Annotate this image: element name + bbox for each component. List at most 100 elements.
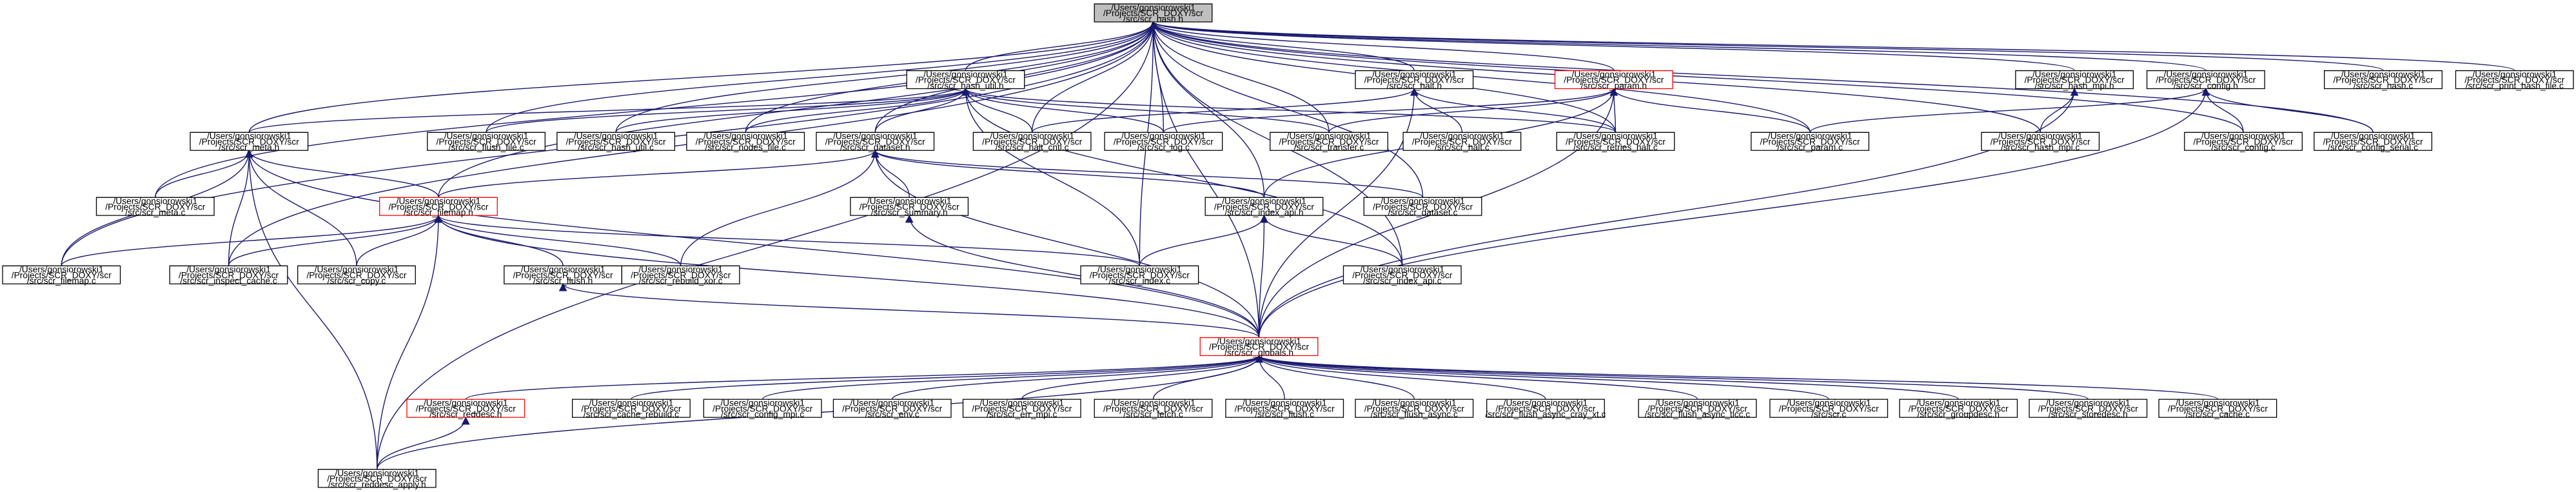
node-label-line: /Projects/SCR_DOXY/scr [2194, 137, 2294, 147]
node-label-line: /Projects/SCR_DOXY/scr [713, 404, 813, 414]
file-node-scr-hash-c[interactable]: /Users/gonsiorowski1/Projects/SCR_DOXY/s… [2325, 70, 2443, 90]
file-node-scr-index-api-c[interactable]: /Users/gonsiorowski1/Projects/SCR_DOXY/s… [1343, 265, 1461, 286]
file-node-scr-filemap-c[interactable]: /Users/gonsiorowski1/Projects/SCR_DOXY/s… [3, 265, 121, 286]
file-node-scr-inspect-cache-c[interactable]: /Users/gonsiorowski1/Projects/SCR_DOXY/s… [170, 265, 288, 286]
node-label-line: /src/scr_cache_rebuild.c [584, 409, 679, 419]
node-label-line: /Projects/SCR_DOXY/scr [842, 404, 943, 414]
file-node-scr-fetch-c[interactable]: /Users/gonsiorowski1/Projects/SCR_DOXY/s… [1094, 399, 1212, 419]
file-node-scr-rebuild-xor-c[interactable]: /Users/gonsiorowski1/Projects/SCR_DOXY/s… [622, 265, 740, 286]
file-node-scr-filemap-h[interactable]: /Users/gonsiorowski1/Projects/SCR_DOXY/s… [380, 197, 498, 217]
node-label-line: /Users/gonsiorowski1 [720, 399, 805, 408]
node-box [1364, 197, 1482, 215]
node-label-line: /src/scr.c [1811, 409, 1846, 419]
file-node-scr-storedesc-h[interactable]: /Users/gonsiorowski1/Projects/SCR_DOXY/s… [2029, 399, 2147, 419]
file-node-scr-retries-halt-c[interactable]: /Users/gonsiorowski1/Projects/SCR_DOXY/s… [1557, 132, 1675, 152]
file-node-scr-halt-c[interactable]: /Users/gonsiorowski1/Projects/SCR_DOXY/s… [1403, 132, 1521, 152]
file-node-scr-config-mpi-c[interactable]: /Users/gonsiorowski1/Projects/SCR_DOXY/s… [703, 399, 821, 419]
file-node-scr-flush-async-c[interactable]: /Users/gonsiorowski1/Projects/SCR_DOXY/s… [1355, 399, 1473, 419]
file-node-scr-param-c[interactable]: /Users/gonsiorowski1/Projects/SCR_DOXY/s… [1751, 132, 1869, 152]
file-node-scr-dataset-c[interactable]: /Users/gonsiorowski1/Projects/SCR_DOXY/s… [1364, 197, 1482, 217]
file-node-scr-globals-h[interactable]: /Users/gonsiorowski1/Projects/SCR_DOXY/s… [1200, 337, 1318, 357]
file-node-scr-halt-cntl-c[interactable]: /Users/gonsiorowski1/Projects/SCR_DOXY/s… [973, 132, 1091, 152]
include-edge [377, 21, 1158, 469]
file-node-scr-hash-mpi-c[interactable]: /Users/gonsiorowski1/Projects/SCR_DOXY/s… [1981, 132, 2099, 152]
file-node-scr-config-h[interactable]: /Users/gonsiorowski1/Projects/SCR_DOXY/s… [2147, 70, 2265, 90]
node-box [1081, 266, 1199, 284]
node-label-line: /src/scr_env.c [865, 409, 919, 419]
node-label-line: /Users/gonsiorowski1 [1111, 3, 1195, 13]
include-edge [1163, 88, 1618, 133]
node-label-line: /Projects/SCR_DOXY/scr [1352, 271, 1453, 280]
node-box [1105, 132, 1223, 150]
node-label-line: /Users/gonsiorowski1 [574, 132, 658, 141]
file-node-scr-print-hash-file-c[interactable]: /Users/gonsiorowski1/Projects/SCR_DOXY/s… [2455, 70, 2573, 90]
file-node-scr-config-c[interactable]: /Users/gonsiorowski1/Projects/SCR_DOXY/s… [2185, 132, 2303, 152]
include-edge [1254, 355, 1415, 399]
node-label-line: /Projects/SCR_DOXY/scr [1779, 404, 1880, 414]
file-node-scr-cache-rebuild-c[interactable]: /Users/gonsiorowski1/Projects/SCR_DOXY/s… [573, 399, 691, 419]
file-node-scr-transfer-c[interactable]: /Users/gonsiorowski1/Projects/SCR_DOXY/s… [1270, 132, 1388, 152]
node-label-line: /src/scr_filemap.c [27, 276, 96, 286]
node-box [407, 399, 525, 417]
include-edge [1149, 21, 2205, 71]
node-box [97, 197, 215, 215]
node-label-line: /Users/gonsiorowski1 [2164, 70, 2248, 79]
file-node-scr-groupdesc-h[interactable]: /Users/gonsiorowski1/Projects/SCR_DOXY/s… [1900, 399, 2018, 419]
node-label-line: /Users/gonsiorowski1 [833, 132, 918, 141]
node-label-line: /src/scr_print_hash_file.c [2466, 81, 2564, 91]
file-node-scr-nodes-file-c[interactable]: /Users/gonsiorowski1/Projects/SCR_DOXY/s… [687, 132, 805, 152]
node-label-line: /src/scr_config_mpi.c [721, 409, 804, 419]
file-node-scr-halt-h[interactable]: /Users/gonsiorowski1/Projects/SCR_DOXY/s… [1355, 70, 1473, 90]
node-label-line: /Users/gonsiorowski1 [979, 399, 1064, 408]
file-node-scr-copy-c[interactable]: /Users/gonsiorowski1/Projects/SCR_DOXY/s… [298, 265, 416, 286]
file-node-scr-config-serial-c[interactable]: /Users/gonsiorowski1/Projects/SCR_DOXY/s… [2314, 132, 2432, 152]
file-node-scr-hash-mpi-h[interactable]: /Users/gonsiorowski1/Projects/SCR_DOXY/s… [2016, 70, 2134, 90]
file-node-scr-reddesc-apply-h[interactable]: /Users/gonsiorowski1/Projects/SCR_DOXY/s… [318, 468, 436, 489]
node-box [1343, 266, 1461, 284]
file-node-scr-flush-async-ibmcr-c[interactable]: /Users/gonsiorowski1/Projects/SCR_DOXY/s… [1638, 399, 1756, 419]
node-box [963, 399, 1081, 417]
file-node-scr-hash-util-c[interactable]: /Users/gonsiorowski1/Projects/SCR_DOXY/s… [557, 132, 675, 152]
include-edge [961, 88, 1139, 266]
file-node-scr-cache-c[interactable]: /Users/gonsiorowski1/Projects/SCR_DOXY/s… [2159, 399, 2277, 419]
include-edge [1149, 21, 2074, 71]
node-label-line: /src/scr_index_api.c [1363, 276, 1442, 286]
node-label-line: /src/scr_reddesc.h [429, 409, 502, 419]
node-box [1770, 399, 1888, 417]
node-label-line: /Projects/SCR_DOXY/scr [1991, 137, 2091, 147]
include-edge [1148, 21, 1414, 71]
node-box [1355, 71, 1473, 89]
file-node-scr-index-api-h[interactable]: /Users/gonsiorowski1/Projects/SCR_DOXY/s… [1205, 197, 1323, 217]
file-node-scr-log-c[interactable]: /Users/gonsiorowski1/Projects/SCR_DOXY/s… [1105, 132, 1223, 152]
include-edge [1149, 21, 2243, 132]
file-node-scr-c[interactable]: /Users/gonsiorowski1/Projects/SCR_DOXY/s… [1770, 399, 1888, 419]
file-node-scr-flush-file-c[interactable]: /Users/gonsiorowski1/Projects/SCR_DOXY/s… [428, 132, 546, 152]
file-node-scr-flush-async-cray-xt-c[interactable]: /Users/gonsiorowski1/Projects/SCR_DOXY/s… [1485, 399, 1606, 419]
include-edge [434, 214, 1259, 337]
node-box [2029, 399, 2147, 417]
node-label-line: /Users/gonsiorowski1 [1572, 70, 1657, 79]
node-label-line: /Users/gonsiorowski1 [2032, 70, 2117, 79]
file-node-scr-flush-h[interactable]: /Users/gonsiorowski1/Projects/SCR_DOXY/s… [504, 265, 622, 286]
file-node-scr-env-c[interactable]: /Users/gonsiorowski1/Projects/SCR_DOXY/s… [833, 399, 951, 419]
file-node-scr-reddesc-h[interactable]: /Users/gonsiorowski1/Projects/SCR_DOXY/s… [407, 399, 525, 419]
node-label-line: /src/scr_groupdesc.h [1917, 409, 2000, 419]
file-node-scr-flush-c[interactable]: /Users/gonsiorowski1/Projects/SCR_DOXY/s… [1226, 399, 1344, 419]
file-node-scr-param-h[interactable]: /Users/gonsiorowski1/Projects/SCR_DOXY/s… [1555, 70, 1673, 90]
file-node-scr-meta-h[interactable]: /Users/gonsiorowski1/Projects/SCR_DOXY/s… [190, 132, 308, 152]
include-edge [244, 149, 438, 197]
node-box [2147, 71, 2265, 89]
file-node-scr-hash-util-h[interactable]: /Users/gonsiorowski1/Projects/SCR_DOXY/s… [907, 70, 1025, 90]
node-label-line: /Projects/SCR_DOXY/scr [416, 404, 516, 414]
node-label-line: /src/scr_log.c [1137, 143, 1190, 152]
node-label-line: /src/scr_halt.h [1387, 81, 1442, 91]
node-label-line: /Projects/SCR_DOXY/scr [1235, 404, 1335, 414]
node-box [1487, 399, 1605, 417]
file-node-scr-dataset-h[interactable]: /Users/gonsiorowski1/Projects/SCR_DOXY/s… [816, 132, 934, 152]
file-node-scr-hash-h[interactable]: /Users/gonsiorowski1/Projects/SCR_DOXY/s… [1094, 3, 1212, 24]
node-label-line: /src/scr_index.c [1109, 276, 1171, 286]
file-node-scr-summary-h[interactable]: /Users/gonsiorowski1/Projects/SCR_DOXY/s… [850, 197, 968, 217]
file-node-scr-meta-c[interactable]: /Users/gonsiorowski1/Projects/SCR_DOXY/s… [97, 197, 215, 217]
file-node-scr-index-c[interactable]: /Users/gonsiorowski1/Projects/SCR_DOXY/s… [1081, 265, 1199, 286]
file-node-scr-err-mpi-c[interactable]: /Users/gonsiorowski1/Projects/SCR_DOXY/s… [963, 399, 1081, 419]
